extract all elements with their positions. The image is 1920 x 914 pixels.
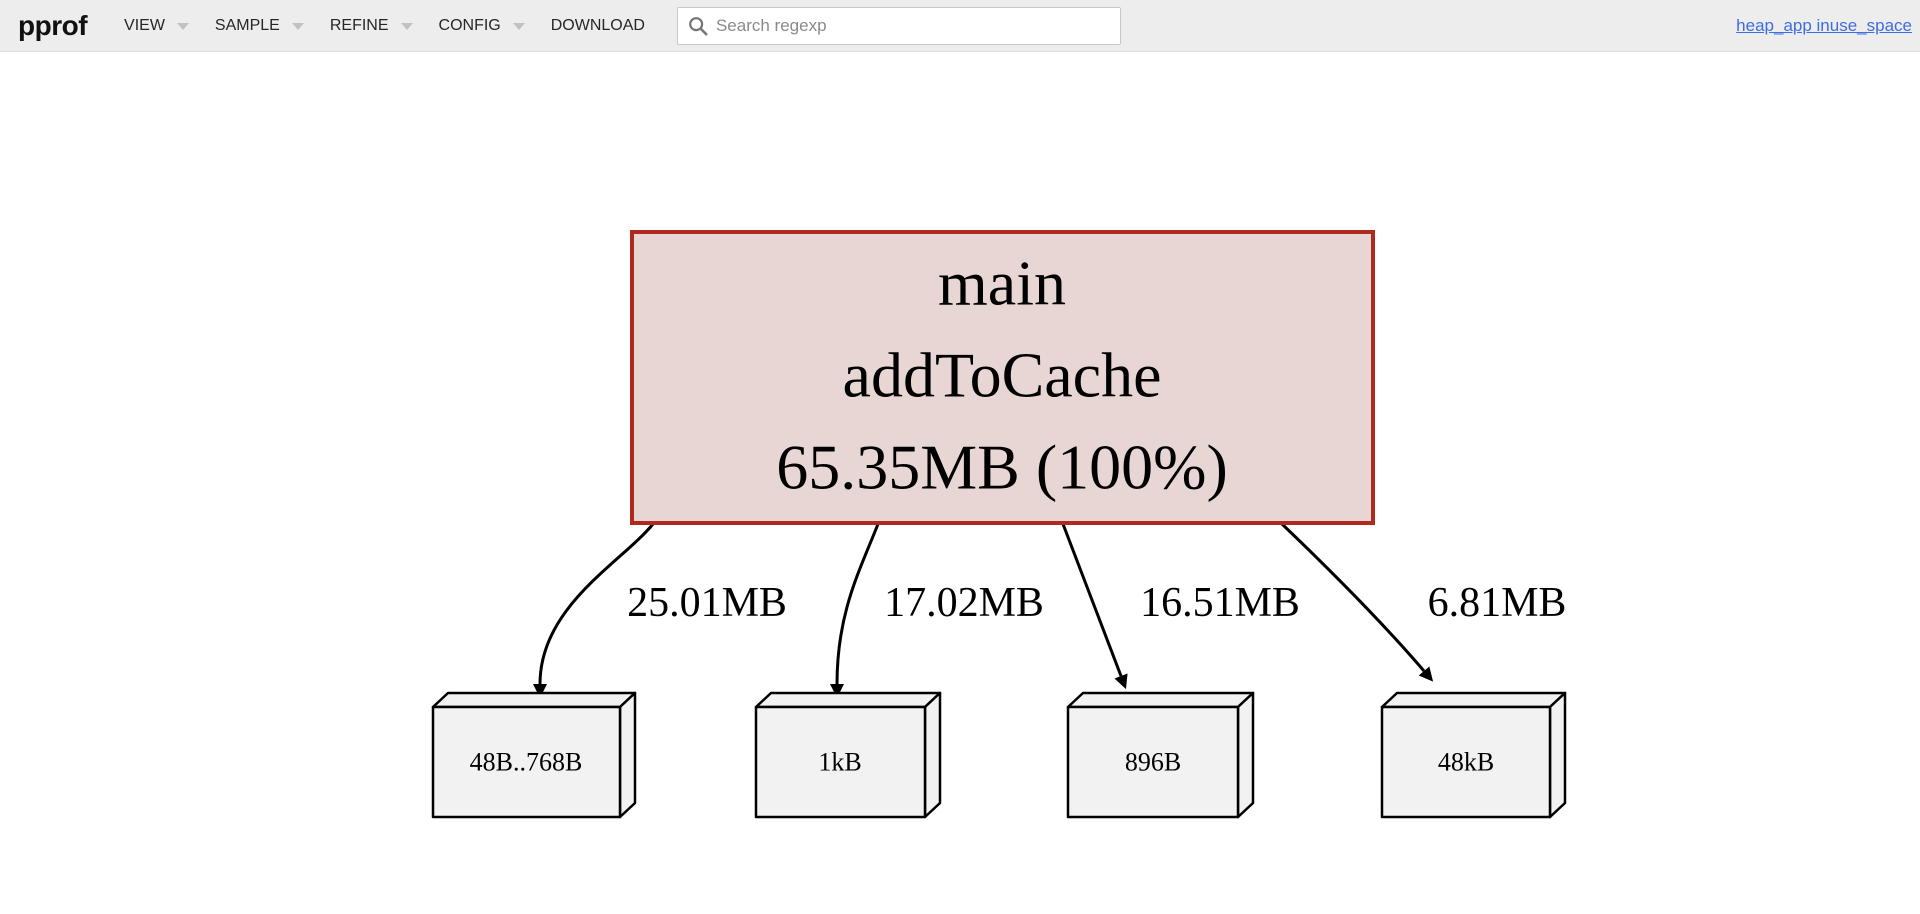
edge-line: [1280, 522, 1434, 682]
leaf-node-896B[interactable]: 896B: [1066, 691, 1255, 819]
menu-view-label: VIEW: [124, 16, 165, 34]
menu-config-label: CONFIG: [438, 16, 501, 34]
node-border: [630, 230, 1375, 525]
edge-line: [830, 523, 880, 698]
edge-main-to-1kB: 17.02MB: [830, 523, 1044, 698]
leaf-front-face: [1066, 705, 1240, 819]
leaf-node-1kB[interactable]: 1kB: [754, 691, 942, 819]
toolbar: pprof VIEW SAMPLE REFINE CONFIG DOWNLOAD…: [0, 0, 1920, 52]
leaf-node-48kB[interactable]: 48kB: [1380, 691, 1567, 819]
edge-main-to-48B-768B: 25.01MB: [533, 523, 787, 698]
leaf-side-face: [1548, 691, 1567, 819]
search-icon: [689, 16, 708, 36]
pprof-logo: pprof: [18, 9, 88, 41]
menu-refine[interactable]: REFINE: [330, 17, 413, 35]
edge-label: 25.01MB: [627, 580, 787, 626]
node-main-addToCache[interactable]: main addToCache 65.35MB (100%): [630, 230, 1375, 525]
menu-view[interactable]: VIEW: [124, 17, 189, 35]
leaf-side-face: [923, 691, 942, 819]
menu-config[interactable]: CONFIG: [439, 17, 525, 35]
leaf-front-face: [754, 705, 927, 819]
chevron-down-icon: [291, 23, 304, 30]
edge-label: 16.51MB: [1140, 580, 1300, 626]
search-input[interactable]: [676, 6, 1121, 45]
menu-sample[interactable]: SAMPLE: [215, 17, 304, 35]
menu-bar: VIEW SAMPLE REFINE CONFIG DOWNLOAD: [124, 17, 645, 35]
leaf-top-face: [754, 691, 942, 709]
edge-line: [1061, 523, 1128, 690]
menu-download-label: DOWNLOAD: [550, 16, 645, 34]
leaf-front-face: [431, 705, 622, 819]
profile-link[interactable]: heap_app inuse_space: [1736, 15, 1912, 35]
menu-download[interactable]: DOWNLOAD: [551, 17, 645, 35]
chevron-down-icon: [512, 23, 525, 30]
leaf-top-face: [431, 691, 637, 709]
node-line-package: main: [938, 248, 1066, 319]
edge-label: 6.81MB: [1428, 580, 1567, 626]
node-box: [632, 232, 1373, 523]
leaf-node-48B-768B[interactable]: 48B..768B: [431, 691, 637, 819]
chevron-down-icon: [400, 23, 413, 30]
leaf-front-face: [1380, 705, 1552, 819]
menu-sample-label: SAMPLE: [214, 16, 280, 34]
node-line-value: 65.35MB (100%): [776, 432, 1228, 503]
leaf-side-face: [1236, 691, 1255, 819]
leaf-label: 1kB: [818, 748, 861, 777]
edge-main-to-896B: 16.51MB: [1061, 523, 1300, 690]
leaf-label: 48kB: [1438, 748, 1494, 777]
search-box: [676, 6, 1121, 45]
leaf-label: 896B: [1125, 748, 1181, 777]
edge-main-to-48kB: 6.81MB: [1280, 522, 1567, 682]
leaf-top-face: [1380, 691, 1567, 709]
leaf-side-face: [618, 691, 637, 819]
leaf-label: 48B..768B: [470, 748, 583, 777]
edge-label: 17.02MB: [884, 580, 1044, 626]
leaf-top-face: [1066, 691, 1255, 709]
edge-line: [533, 523, 655, 698]
chevron-down-icon: [176, 23, 189, 30]
callgraph-canvas: 25.01MB 17.02MB 16.51MB 6.81MB main addT…: [431, 230, 1567, 819]
menu-refine-label: REFINE: [329, 16, 389, 34]
node-line-function: addToCache: [843, 340, 1162, 411]
